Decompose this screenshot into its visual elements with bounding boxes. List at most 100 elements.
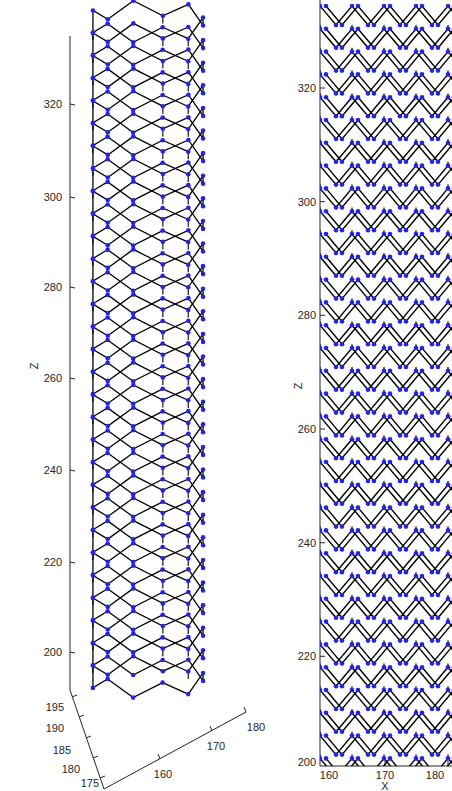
mesh-node [105,537,110,542]
mesh-node [350,49,355,54]
mesh-node [446,209,451,214]
mesh-node [91,482,96,487]
mesh-node [201,181,206,186]
mesh-node [414,391,419,396]
mesh-node [382,4,387,9]
mesh-node [105,220,110,225]
mesh-node [382,277,387,282]
mesh-node [186,386,191,391]
mesh-node [388,254,393,259]
mesh-node [446,27,451,32]
mesh-node [414,414,419,419]
stent-ring [326,371,452,390]
mesh-node [91,641,96,646]
mesh-node [201,558,206,563]
stent-ring [326,325,452,344]
mesh-node [430,593,435,598]
mesh-node [324,414,329,419]
mesh-node [320,733,322,738]
mesh-node [430,365,435,370]
mesh-node [414,323,419,328]
mesh-node [161,36,166,41]
mesh-node [105,605,110,610]
mesh-node [105,428,110,433]
mesh-node [372,410,377,415]
mesh-node [388,163,393,168]
mesh-node [105,379,110,384]
mesh-node [320,756,322,761]
mesh-node [414,277,419,282]
mesh-node [420,49,425,54]
mesh-node [414,232,419,237]
mesh-node [414,369,419,374]
mesh-node [414,209,419,214]
mesh-node [340,388,345,393]
mesh-node [356,505,361,510]
mesh-node [366,205,371,210]
mesh-node [91,618,96,623]
mesh-node [201,633,206,638]
mesh-node [404,114,409,119]
mesh-node [388,346,393,351]
mesh-node [414,346,419,351]
mesh-node [340,251,345,256]
stent-ring [93,23,203,64]
mesh-node [420,232,425,237]
mesh-node [340,342,345,347]
mesh-node [186,330,191,335]
mesh-node [91,370,96,375]
mesh-node [201,603,206,608]
mesh-node [105,180,110,185]
mesh-node [398,524,403,529]
mesh-node [186,692,191,697]
mesh-node [105,650,110,655]
mesh-node [356,277,361,282]
mesh-node [186,409,191,414]
mesh-node [436,638,441,643]
mesh-node [91,551,96,556]
mesh-node [105,40,110,45]
mesh-node [366,251,371,256]
mesh-node [131,44,136,49]
mesh-node [334,228,339,233]
mesh-node [420,369,425,374]
mesh-node [131,111,136,116]
mesh-node [430,730,435,735]
mesh-node [105,311,110,316]
tick-mark [70,470,75,471]
mesh-node [186,466,191,471]
mesh-node [404,160,409,165]
stent-ring [93,588,203,629]
mesh-node [398,547,403,552]
mesh-node [420,72,425,77]
mesh-node [366,296,371,301]
mesh-node [201,362,206,367]
mesh-node [398,707,403,712]
mesh-node [201,60,206,65]
mesh-node [186,240,191,245]
mesh-node [372,524,377,529]
mesh-node [324,597,329,602]
mesh-node [366,114,371,119]
mesh-node [414,574,419,579]
mesh-node [398,593,403,598]
mesh-node [398,319,403,324]
mesh-node [320,323,322,328]
mesh-node [430,638,435,643]
tick-label: 180 [62,764,80,775]
mesh-node [350,118,355,123]
mesh-node [201,588,206,593]
mesh-node [324,49,329,54]
mesh-node [436,91,441,96]
mesh-node [201,445,206,450]
mesh-node [388,437,393,442]
mesh-node [446,414,451,419]
mesh-node [340,502,345,507]
mesh-node [131,609,136,614]
tick-label: 190 [46,723,64,734]
stent-ring [326,302,452,321]
mesh-node [436,456,441,461]
mesh-node [320,254,322,259]
mesh-node [382,597,387,602]
tick-mark [79,715,84,717]
